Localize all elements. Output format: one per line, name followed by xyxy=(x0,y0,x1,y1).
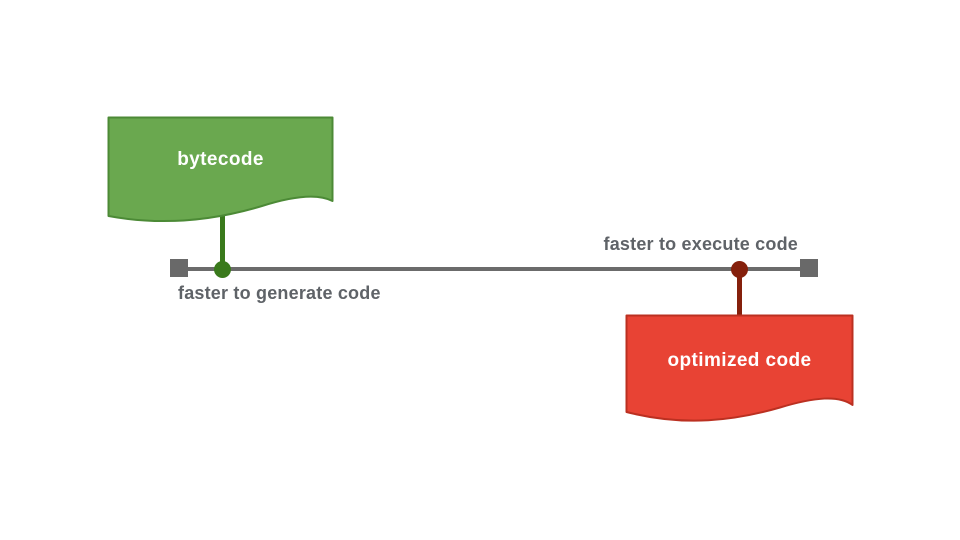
optimized-code-document-shape xyxy=(625,314,854,422)
bytecode-document-path xyxy=(107,116,334,223)
axis-label-generate: faster to generate code xyxy=(178,283,381,303)
spectrum-axis-line xyxy=(179,266,810,271)
optimized-code-document-path xyxy=(625,314,854,422)
axis-right-endcap xyxy=(800,259,818,277)
bytecode-axis-dot xyxy=(214,260,231,278)
axis-label-execute: faster to execute code xyxy=(603,234,798,254)
optimized-code-connector-stem xyxy=(737,268,742,318)
bytecode-document-shape xyxy=(107,116,334,223)
bytecode-connector-stem xyxy=(220,210,225,270)
axis-left-endcap xyxy=(170,259,188,277)
optimized-code-axis-dot xyxy=(731,260,748,278)
